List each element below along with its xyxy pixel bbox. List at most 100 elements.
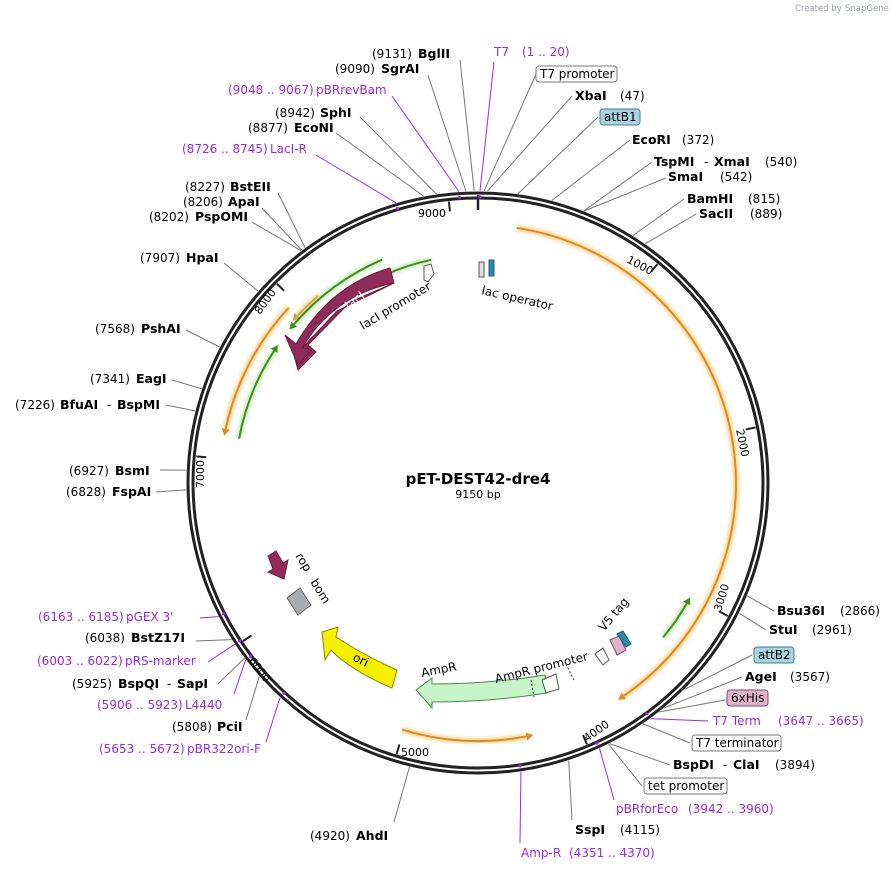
- clai-name[interactable]: ClaI: [733, 757, 760, 772]
- leader-line-10: [185, 329, 220, 348]
- pshai-name[interactable]: PshAI: [141, 321, 181, 336]
- bstz17i-name[interactable]: BstZ17I: [131, 630, 185, 645]
- bfuai-pos: (7226): [15, 398, 55, 412]
- leader-line-19: [233, 659, 247, 695]
- primer-site-2: [457, 196, 461, 200]
- leader-line-32: [747, 595, 775, 612]
- primer-site-21: [282, 691, 286, 695]
- his6-label[interactable]: 6xHis: [731, 691, 764, 705]
- sphi-pos: (8942): [275, 106, 315, 120]
- apai-name[interactable]: ApaI: [228, 194, 260, 209]
- bfuai-name[interactable]: BfuAI: [60, 397, 98, 412]
- bspmi-name[interactable]: BspMI: [117, 397, 160, 412]
- laci-r-name[interactable]: LacI-R: [270, 142, 307, 156]
- his6-box: [726, 689, 769, 707]
- sphi-name[interactable]: SphI: [320, 105, 352, 120]
- leader-line-4: [335, 132, 424, 197]
- bspdi-name[interactable]: BspDI: [673, 757, 714, 772]
- bsu36i-name[interactable]: Bsu36I: [777, 603, 825, 618]
- leader-line-11: [171, 379, 202, 390]
- agei-name[interactable]: AgeI: [745, 669, 777, 684]
- hpai-pos: (7907): [140, 251, 180, 265]
- arc-right-green: [662, 602, 688, 639]
- leader-line-24: [483, 73, 537, 192]
- bamhi-name[interactable]: BamHI: [687, 191, 733, 206]
- smai-name[interactable]: SmaI: [668, 169, 703, 184]
- leader-line-21: [265, 697, 281, 743]
- pspomi-name[interactable]: PspOMI: [195, 209, 248, 224]
- ampr-label: AmpR: [420, 659, 458, 680]
- arc-laci-green-head: [289, 321, 298, 330]
- bglii-pos: (9131): [372, 47, 412, 61]
- tick-label-7000: 7000: [194, 460, 207, 488]
- attb1-label[interactable]: attB1: [604, 110, 637, 124]
- sgrai-pos: (9090): [335, 62, 375, 76]
- site-labels: (9131) BglII (9090) SgrAI (9048 .. 9067)…: [15, 45, 880, 860]
- hpai-name[interactable]: HpaI: [186, 250, 219, 265]
- tick-6000: [242, 634, 253, 642]
- tspmi-name[interactable]: TspMI: [654, 154, 694, 169]
- t7-primer-name[interactable]: T7: [493, 45, 509, 59]
- bsmi-pos: (6927): [69, 464, 109, 478]
- l4440-name[interactable]: L4440: [185, 698, 222, 712]
- pbrrevbam-name[interactable]: pBRrevBam: [316, 83, 387, 97]
- bglii-name[interactable]: BglII: [418, 46, 450, 61]
- pbr322ori-name[interactable]: pBR322ori-F: [187, 742, 261, 756]
- econi-name[interactable]: EcoNI: [294, 120, 334, 135]
- leader-lines: [155, 59, 775, 844]
- t7-terminator-label[interactable]: T7 terminator: [695, 736, 779, 750]
- pcii-pos: (5808): [172, 720, 212, 734]
- leader-line-18: [217, 657, 245, 685]
- laci-r-range: (8726 .. 8745): [182, 142, 268, 156]
- stui-name[interactable]: StuI: [769, 622, 798, 637]
- leader-line-26: [517, 116, 599, 195]
- tick-label-8000: 8000: [252, 286, 279, 316]
- xmai-name[interactable]: XmaI: [714, 154, 750, 169]
- plasmid-name: pET-DEST42-dre4: [406, 470, 551, 488]
- sacii-name[interactable]: SacII: [699, 206, 733, 221]
- bsmi-name[interactable]: BsmI: [115, 463, 150, 478]
- tick-label-2000: 2000: [733, 428, 752, 458]
- eagi-pos: (7341): [90, 372, 130, 386]
- xbai-name[interactable]: XbaI: [575, 88, 607, 103]
- ahdi-name[interactable]: AhdI: [356, 828, 388, 843]
- tspmi-pos: (540): [765, 155, 797, 169]
- leader-line-35: [664, 676, 743, 709]
- eagi-name[interactable]: EagI: [136, 371, 167, 386]
- ahdi-pos: (4920): [310, 829, 350, 843]
- primer-site-23: [478, 195, 482, 199]
- leader-line-22: [393, 766, 410, 823]
- stui-pos: (2961): [812, 623, 852, 637]
- leader-line-23: [479, 61, 495, 192]
- fspai-name[interactable]: FspAI: [112, 484, 151, 499]
- bsteii-name[interactable]: BstEII: [230, 179, 271, 194]
- ampr-primer-name[interactable]: Amp-R: [521, 846, 561, 860]
- tspmi-dash: -: [704, 155, 708, 169]
- sapi-name[interactable]: SapI: [177, 676, 208, 691]
- ecori-pos: (372): [682, 133, 714, 147]
- ori-feature: ori: [321, 626, 398, 689]
- pbrforeco-name[interactable]: pBRforEco: [616, 802, 678, 816]
- bspdi-pos: (3894): [775, 758, 815, 772]
- t7-promoter-label[interactable]: T7 promoter: [539, 67, 615, 81]
- prsmarker-name[interactable]: pRS-marker: [125, 654, 196, 668]
- attb2-box: [753, 646, 795, 664]
- sspi-name[interactable]: SspI: [575, 822, 605, 837]
- xbai-pos: (47): [620, 89, 645, 103]
- bspqi-dash: -: [167, 677, 171, 691]
- primer-site-41: [595, 741, 599, 745]
- arc-left-green-glow: [236, 349, 277, 440]
- bspqi-pos: (5925): [72, 677, 112, 691]
- pgex3-name[interactable]: pGEX 3': [126, 610, 173, 624]
- pshai-pos: (7568): [95, 322, 135, 336]
- ecori-name[interactable]: EcoRI: [632, 132, 671, 147]
- attb2-label[interactable]: attB2: [758, 648, 791, 662]
- ampr-feature: AmpR AmpR promoter: [415, 649, 589, 710]
- tet-promoter-label[interactable]: tet promoter: [648, 779, 724, 793]
- attb1-box: [599, 108, 641, 126]
- bspqi-name[interactable]: BspQI: [118, 676, 159, 691]
- sgrai-name[interactable]: SgrAI: [381, 61, 419, 76]
- leader-line-7: [261, 207, 303, 251]
- pcii-name[interactable]: PciI: [217, 719, 243, 734]
- t7term-name[interactable]: T7 Term: [712, 714, 761, 728]
